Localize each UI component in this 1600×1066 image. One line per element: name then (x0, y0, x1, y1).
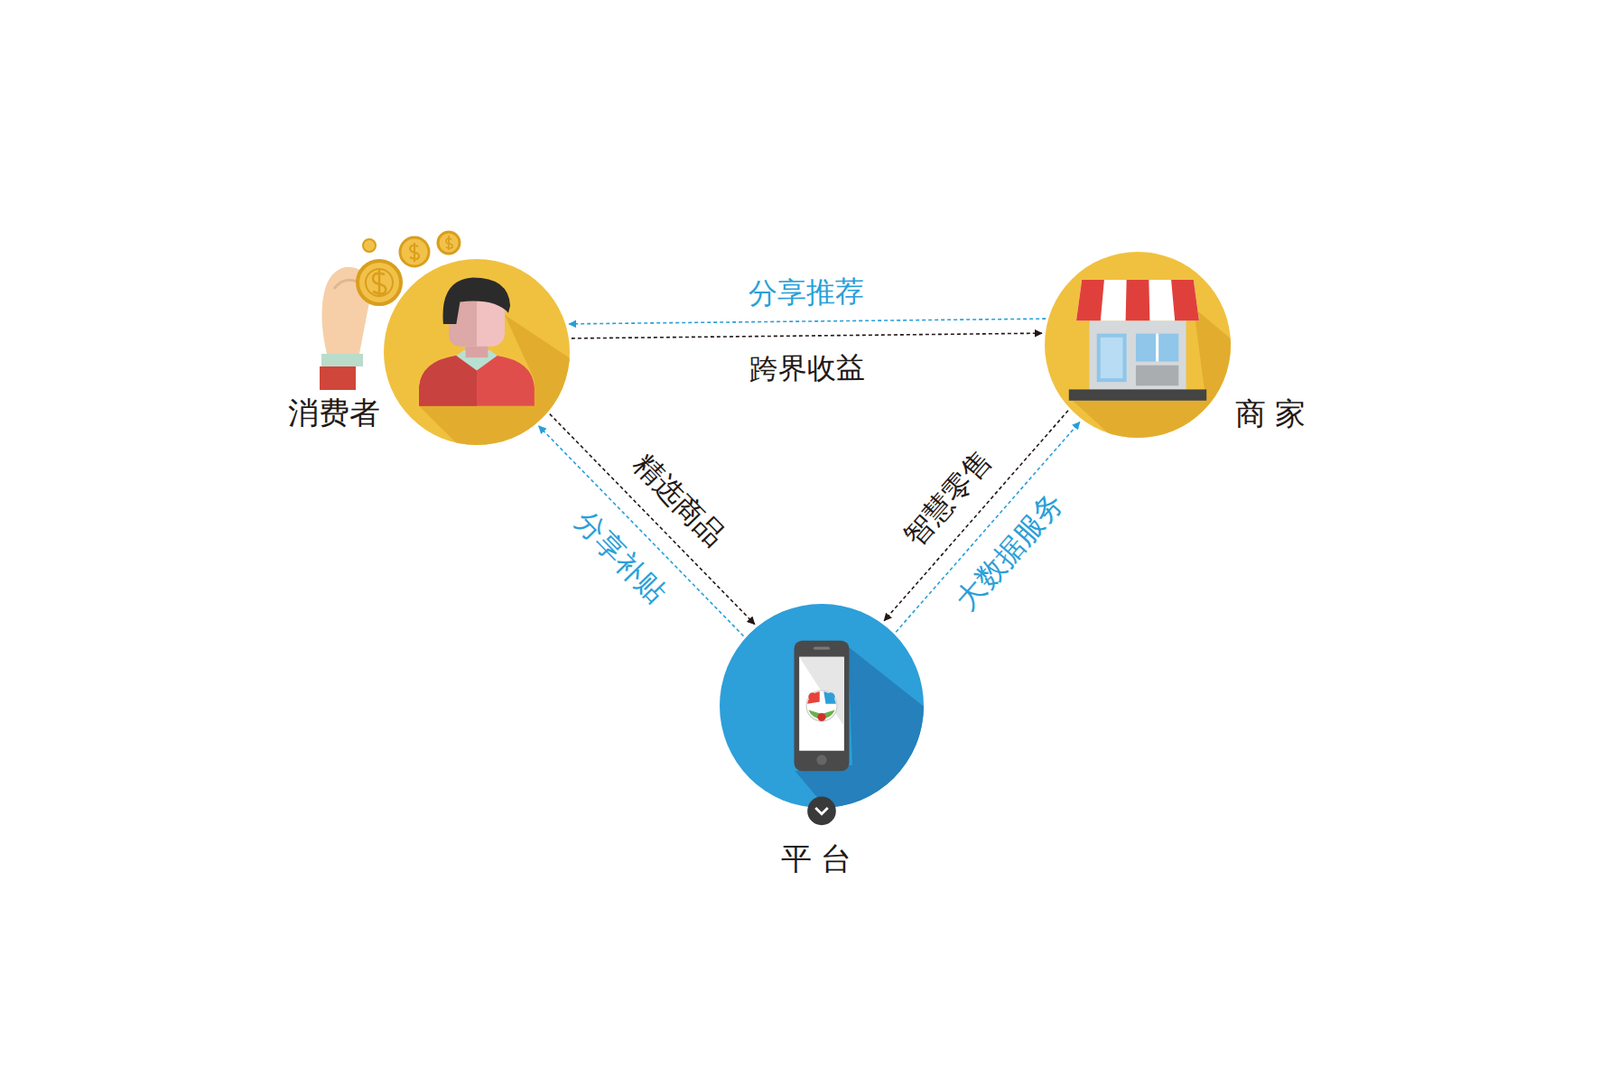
edge-label: 智慧零售 (894, 440, 1002, 557)
circle-icon (1044, 251, 1231, 438)
consumer-circle: 消费者 (383, 259, 570, 446)
dashed-arrow (549, 414, 755, 625)
edge-label: 跨界收益 (745, 350, 869, 387)
merchant-circle: 商 家 (1044, 251, 1231, 438)
circle-icon (383, 259, 570, 446)
dashed-arrow (568, 318, 1046, 325)
edge-label: 分享推荐 (744, 274, 868, 311)
edge-label: 分享补贴 (565, 501, 676, 614)
node-label: 消费者 (288, 394, 381, 432)
node-label: 商 家 (1235, 395, 1307, 433)
dashed-arrow (571, 333, 1042, 339)
dashed-arrow (539, 426, 745, 637)
edge-label: 精选商品 (623, 444, 735, 557)
node-label: 平 台 (781, 840, 853, 878)
platform-circle: 平 台 (719, 604, 924, 809)
circle-icon (719, 604, 924, 809)
